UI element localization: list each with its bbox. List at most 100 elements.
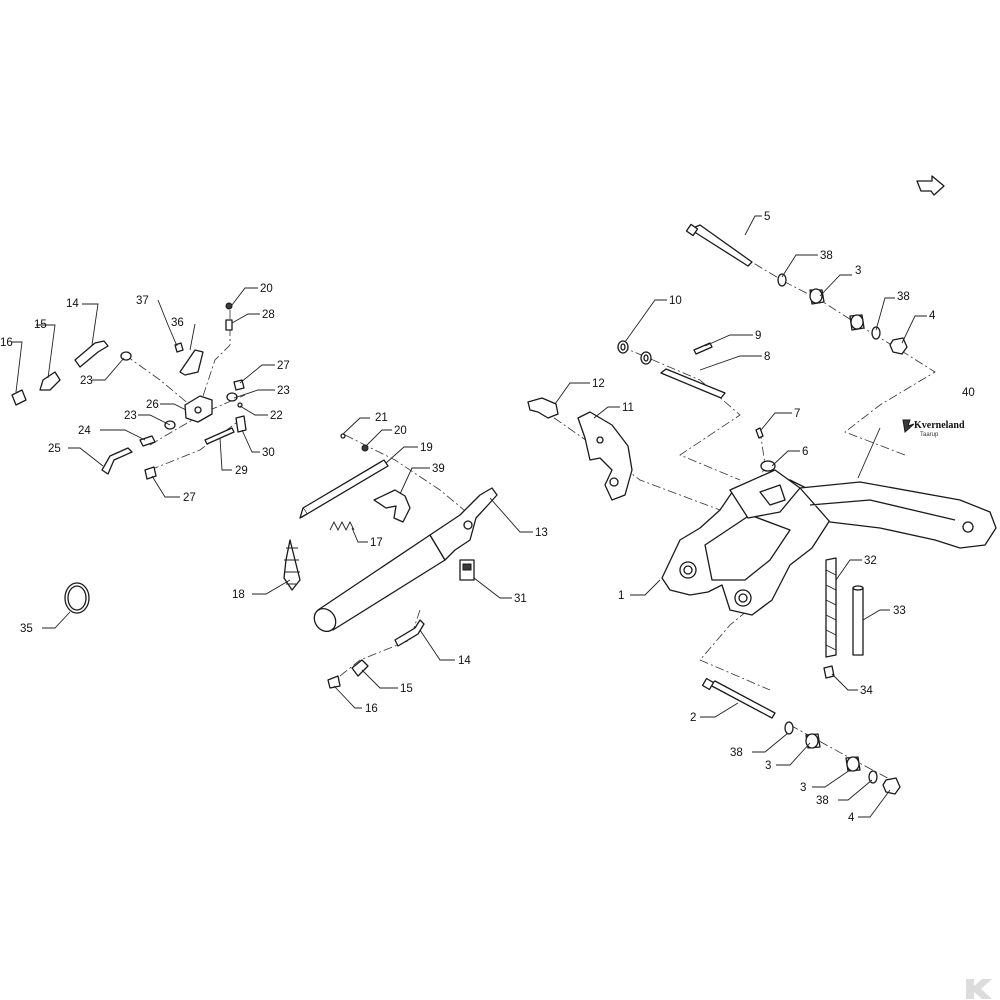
chain-part-32 bbox=[825, 557, 837, 658]
pin-part-21 bbox=[340, 433, 346, 439]
main-frame-part-1 bbox=[661, 469, 831, 616]
latch-part-11 bbox=[577, 411, 633, 501]
rod-part-19 bbox=[299, 459, 389, 519]
washer-part-38-bottom-b bbox=[868, 770, 878, 784]
pin-part-8 bbox=[660, 368, 726, 399]
bushing-part-3-top-b bbox=[849, 314, 865, 331]
fitting-part-23-left bbox=[120, 351, 132, 361]
callout-38: 38 bbox=[820, 250, 833, 262]
callout-14: 14 bbox=[458, 655, 471, 667]
fitting-part-24 bbox=[139, 435, 156, 447]
kverneland-k-logo-icon bbox=[966, 979, 992, 999]
bushing-part-3-bottom-b bbox=[845, 756, 861, 772]
ball-part-20-center bbox=[361, 444, 369, 452]
hose-part-14-left bbox=[74, 340, 109, 368]
pin-part-12 bbox=[527, 397, 559, 419]
arm-part-40 bbox=[799, 481, 997, 549]
pin-part-28 bbox=[225, 319, 233, 331]
lever-part-39 bbox=[373, 489, 411, 523]
cylinder-part-13 bbox=[313, 487, 498, 633]
callout-36: 36 bbox=[171, 317, 184, 329]
callout-15: 15 bbox=[34, 319, 47, 331]
hose-part-14-center bbox=[394, 619, 425, 647]
callout-40: 40 bbox=[962, 387, 975, 399]
callout-22: 22 bbox=[270, 410, 283, 422]
fitting-part-30 bbox=[235, 415, 247, 433]
tube-part-33 bbox=[852, 585, 864, 656]
callout-5: 5 bbox=[764, 211, 770, 223]
hose-fitting-part-16-center bbox=[327, 675, 341, 689]
callout-23: 23 bbox=[80, 375, 93, 387]
callout-32: 32 bbox=[864, 555, 877, 567]
callout-7: 7 bbox=[794, 408, 800, 420]
next-arrow-icon[interactable] bbox=[916, 175, 945, 196]
valve-block-part-26 bbox=[184, 395, 213, 423]
fitting-part-27-bottom bbox=[144, 466, 157, 480]
callout-39: 39 bbox=[432, 463, 445, 475]
callout-25: 25 bbox=[48, 443, 61, 455]
washer-part-10-a bbox=[617, 340, 629, 354]
callout-13: 13 bbox=[535, 527, 548, 539]
fitting-part-22 bbox=[237, 402, 243, 408]
callout-38: 38 bbox=[897, 291, 910, 303]
ring-part-35 bbox=[64, 582, 90, 614]
callout-38: 38 bbox=[816, 795, 829, 807]
bolt-part-7 bbox=[755, 427, 764, 439]
callout-12: 12 bbox=[592, 378, 605, 390]
pin-part-2 bbox=[701, 677, 776, 719]
callout-24: 24 bbox=[78, 425, 91, 437]
callout-4: 4 bbox=[848, 812, 855, 824]
callout-27: 27 bbox=[277, 360, 290, 372]
hose-part-25 bbox=[101, 447, 133, 475]
nut-part-4-bottom bbox=[882, 777, 901, 795]
callout-38: 38 bbox=[730, 747, 743, 759]
brand-logo: Kverneland Taarup bbox=[902, 419, 965, 438]
pin-part-5 bbox=[685, 223, 753, 267]
callout-17: 17 bbox=[370, 537, 383, 549]
callout-9: 9 bbox=[755, 330, 761, 342]
washer-part-38-top-b bbox=[871, 326, 881, 340]
callout-28: 28 bbox=[262, 309, 275, 321]
net-part-18 bbox=[283, 539, 301, 591]
decal-part-31 bbox=[459, 559, 475, 581]
spring-part-17 bbox=[329, 520, 355, 532]
elbow-part-15-left bbox=[39, 371, 61, 391]
callout-23: 23 bbox=[124, 410, 137, 422]
callout-3: 3 bbox=[855, 265, 861, 277]
fitting-part-27-top bbox=[233, 379, 245, 391]
fitting-part-23-right bbox=[226, 392, 238, 402]
leader-lines bbox=[12, 215, 927, 818]
callout-15: 15 bbox=[400, 683, 413, 695]
callout-20: 20 bbox=[394, 425, 407, 437]
callout-27: 27 bbox=[183, 492, 196, 504]
callout-labels: 5 38 3 38 4 10 9 8 12 11 7 6 40 1 32 33 … bbox=[0, 211, 975, 824]
callout-37: 37 bbox=[136, 295, 149, 307]
callout-2: 2 bbox=[690, 712, 696, 724]
callout-35: 35 bbox=[20, 623, 33, 635]
elbow-part-15-center bbox=[351, 659, 369, 677]
callout-6: 6 bbox=[802, 446, 808, 458]
callout-16: 16 bbox=[365, 703, 378, 715]
callout-20: 20 bbox=[260, 283, 273, 295]
callout-33: 33 bbox=[893, 605, 906, 617]
nut-part-6 bbox=[760, 460, 776, 472]
callout-11: 11 bbox=[622, 402, 634, 414]
callout-19: 19 bbox=[420, 442, 433, 454]
callout-4: 4 bbox=[929, 310, 936, 322]
callout-14: 14 bbox=[66, 298, 79, 310]
callout-3: 3 bbox=[800, 782, 806, 794]
washer-part-10-b bbox=[640, 351, 652, 365]
callout-30: 30 bbox=[262, 447, 275, 459]
bracket-part-36 bbox=[179, 349, 204, 376]
callout-31: 31 bbox=[514, 593, 527, 605]
washer-part-38-top bbox=[777, 273, 787, 287]
bushing-part-3-top-a bbox=[809, 288, 825, 305]
callout-8: 8 bbox=[764, 351, 770, 363]
callout-18: 18 bbox=[232, 589, 245, 601]
callout-3: 3 bbox=[765, 760, 771, 772]
callout-16: 16 bbox=[0, 337, 13, 349]
bushing-part-3-bottom-a bbox=[805, 733, 821, 749]
callout-21: 21 bbox=[375, 412, 388, 424]
tube-part-29 bbox=[204, 427, 235, 445]
